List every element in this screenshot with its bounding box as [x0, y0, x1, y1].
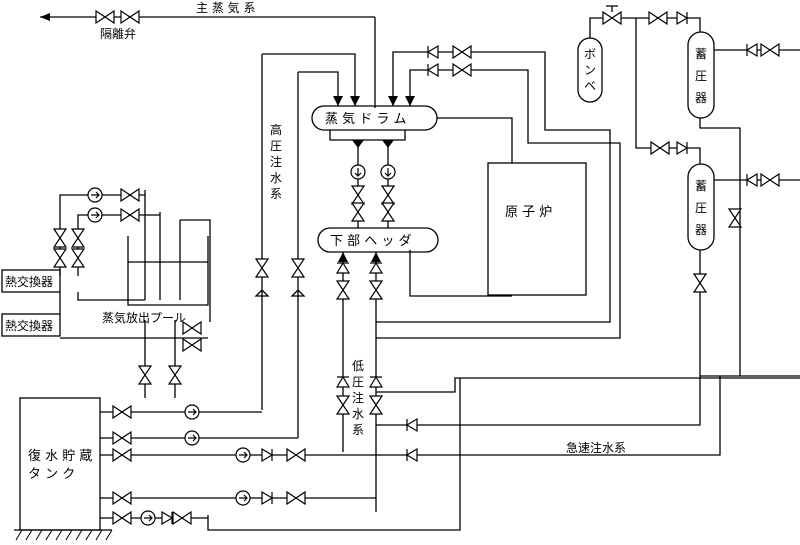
hp-injection: 高 圧 注 水 系: [254, 54, 306, 438]
svg-text:復 水 貯 蔵: 復 水 貯 蔵: [28, 448, 92, 464]
svg-text:圧: 圧: [270, 139, 282, 153]
drum-inlets: [262, 45, 621, 150]
main-steam-line: [40, 10, 376, 108]
svg-text:器: 器: [695, 223, 707, 237]
svg-text:ン: ン: [584, 63, 596, 77]
svg-text:器: 器: [695, 91, 707, 105]
isolation-valve-1: [95, 10, 115, 24]
svg-text:系: 系: [270, 187, 282, 201]
suppression-pool-label: 蒸気放出プール: [102, 310, 186, 325]
svg-text:タ ン ク: タ ン ク: [28, 467, 75, 482]
ecc-label: 急速注水系: [566, 440, 626, 455]
svg-text:蓄: 蓄: [695, 47, 707, 61]
ecc-lines: 急速注水系: [207, 148, 800, 531]
isolation-valve-label: 隔離弁: [100, 26, 136, 41]
svg-text:ボ: ボ: [584, 47, 596, 61]
lower-header: 下 部 ヘ ッ ダ: [317, 227, 439, 253]
svg-text:高: 高: [270, 122, 282, 137]
svg-text:圧: 圧: [352, 375, 364, 389]
isolation-valve-2: [120, 10, 140, 24]
svg-text:圧: 圧: [695, 201, 707, 215]
svg-text:熱交換器: 熱交換器: [5, 318, 53, 333]
main-steam-label: 主 蒸 気 系: [196, 0, 255, 15]
svg-text:水: 水: [270, 171, 282, 185]
svg-text:蓄: 蓄: [695, 179, 707, 193]
steam-drum-label: 蒸 気 ド ラ ム: [325, 111, 407, 127]
lower-header-label: 下 部 ヘ ッ ダ: [330, 234, 412, 249]
tank-outlets: [100, 404, 376, 526]
reactor-label: 原 子 炉: [505, 205, 552, 220]
svg-text:圧: 圧: [695, 69, 707, 83]
steam-drum: 蒸 気 ド ラ ム: [311, 105, 438, 131]
svg-text:熱交換器: 熱交換器: [5, 274, 53, 289]
svg-text:注: 注: [270, 154, 282, 169]
accumulator-mid: 蓄 圧 器: [687, 163, 800, 376]
condensate-tank: 復 水 貯 蔵 タ ン ク: [14, 397, 113, 541]
accumulator-top: 蓄 圧 器: [687, 31, 800, 376]
svg-text:注: 注: [352, 390, 364, 405]
lp-injection: 低 圧 注 水 系: [336, 252, 383, 512]
heat-exchangers: 熱交換器 熱交換器: [1, 187, 160, 337]
svg-text:ベ: ベ: [584, 79, 596, 93]
reactor: 原 子 炉: [487, 162, 587, 296]
suppression-pool: 蒸気放出プール: [60, 190, 211, 398]
downcomers: [329, 130, 406, 228]
svg-text:低: 低: [352, 359, 364, 373]
svg-text:系: 系: [352, 423, 364, 437]
cylinder: ボ ン ベ: [577, 5, 701, 164]
svg-text:水: 水: [352, 407, 364, 421]
